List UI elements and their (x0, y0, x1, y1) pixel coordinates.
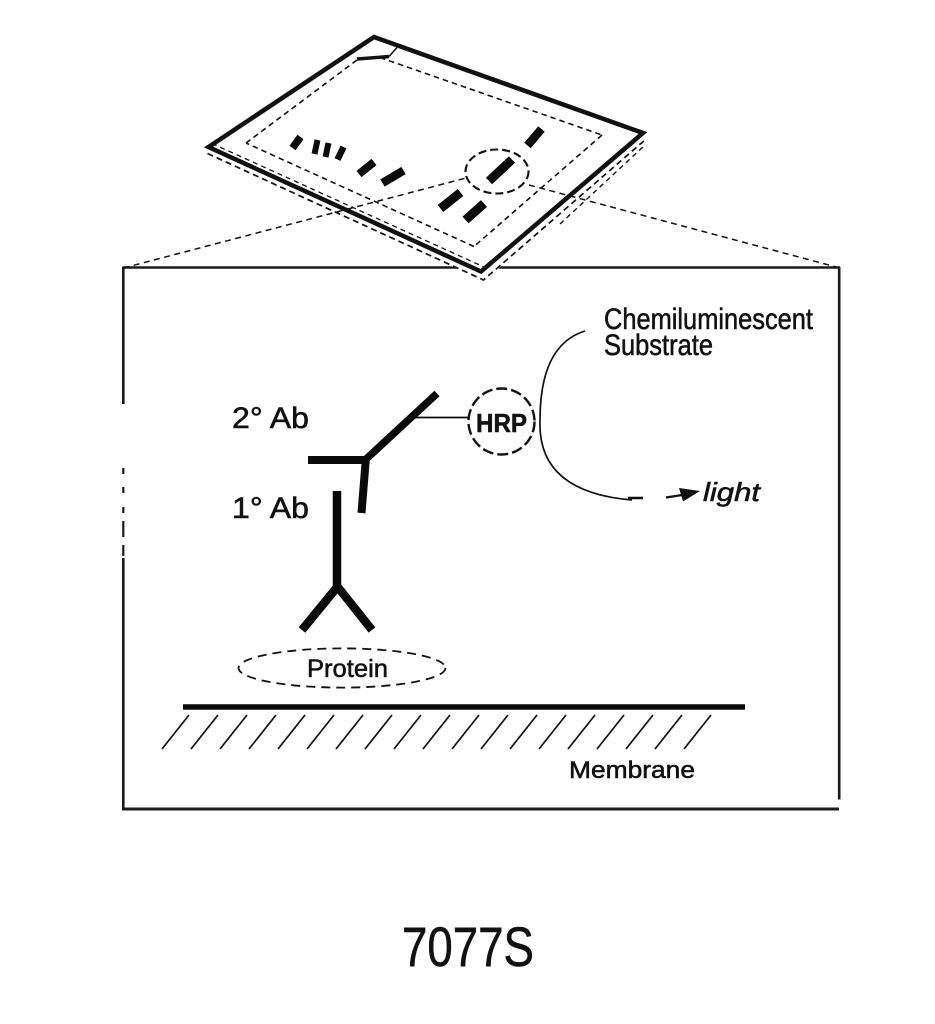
svg-text:2° Ab: 2° Ab (232, 402, 309, 435)
svg-text:light: light (703, 477, 762, 507)
svg-text:7077S: 7077S (402, 915, 534, 978)
svg-text:HRP: HRP (476, 408, 527, 438)
svg-text:Protein: Protein (307, 655, 388, 683)
svg-text:Substrate: Substrate (604, 329, 713, 362)
svg-text:Membrane: Membrane (569, 757, 695, 784)
svg-text:Chemiluminescent: Chemiluminescent (604, 303, 814, 336)
svg-text:1° Ab: 1° Ab (232, 492, 309, 525)
